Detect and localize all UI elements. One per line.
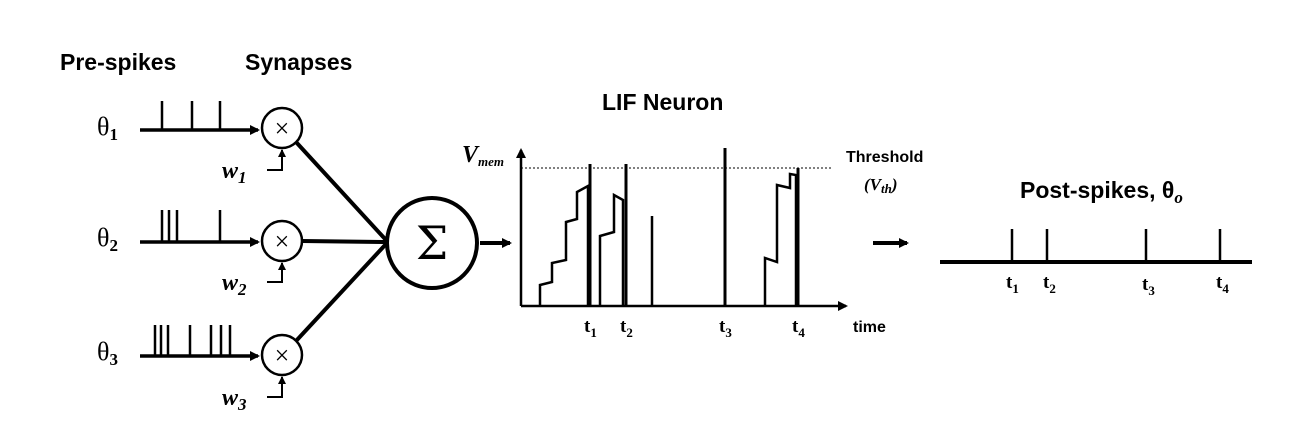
post-t1-label: t1	[1006, 272, 1019, 296]
post-t2-label: t2	[1043, 272, 1056, 296]
multiply-icon-1: ×	[275, 114, 290, 143]
synapse-1-to-sum-line	[294, 140, 388, 242]
spike-train-3	[153, 325, 232, 356]
time-axis-label: time	[853, 319, 886, 336]
membrane-trace-1	[538, 183, 590, 306]
input-row-3: θ3 × w3	[97, 325, 304, 414]
synapse-2-to-sum-line	[301, 239, 387, 244]
sigma-icon: Σ	[416, 216, 449, 270]
synapses-header: Synapses	[245, 49, 352, 75]
post-spikes-header: Post-spikes, θo	[1020, 177, 1183, 207]
multiply-icon-3: ×	[275, 341, 290, 370]
synapse-3-to-sum-line	[294, 242, 388, 343]
theta-3-label: θ3	[97, 337, 118, 369]
weight-1-arrow	[267, 149, 286, 171]
lif-neuron-header: LIF Neuron	[602, 89, 723, 115]
post-spikes-section: Post-spikes, θo t1 t2 t3 t4	[940, 177, 1252, 298]
plot-t3-label: t3	[719, 316, 732, 340]
multiply-node-3	[260, 333, 304, 377]
multiply-icon-2: ×	[275, 227, 290, 256]
plot-t1-label: t1	[584, 316, 597, 340]
weight-3-arrow	[267, 376, 286, 398]
post-t4-label: t4	[1216, 272, 1229, 296]
threshold-label: Threshold	[846, 149, 923, 166]
spike-train-2	[160, 210, 222, 242]
weight-1-label: w1	[222, 158, 247, 187]
membrane-trace-2	[598, 192, 625, 306]
weight-2-label: w2	[222, 270, 247, 299]
vmem-axis-label: Vmem	[462, 142, 504, 169]
vth-label: (Vth)	[864, 175, 898, 196]
theta-2-label: θ2	[97, 223, 118, 255]
pre-spikes-header: Pre-spikes	[60, 49, 176, 75]
theta-1-label: θ1	[97, 112, 118, 144]
input-row-1: θ1 × w1	[97, 101, 304, 187]
input-row-2: θ2 × w2	[97, 210, 304, 299]
weight-3-label: w3	[222, 385, 247, 414]
spike-train-1	[160, 101, 222, 130]
plot-t2-label: t2	[620, 316, 633, 340]
membrane-trace-4	[763, 172, 798, 306]
membrane-potential-plot: Vmem Threshold (Vth) time t1 t2 t3 t4	[462, 142, 923, 340]
post-t3-label: t3	[1142, 274, 1155, 298]
plot-t4-label: t4	[792, 316, 805, 340]
weight-2-arrow	[267, 262, 286, 283]
summation-node	[385, 196, 479, 290]
multiply-node-1	[260, 106, 304, 150]
